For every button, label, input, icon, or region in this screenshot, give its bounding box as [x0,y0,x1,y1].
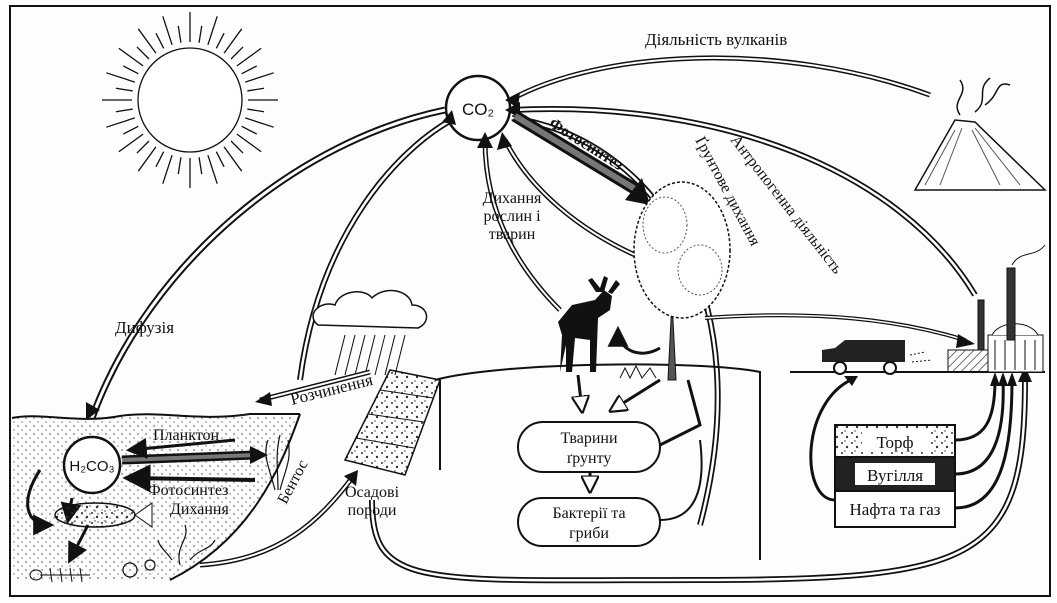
factory-icon [948,245,1045,372]
sun-ray [137,141,149,153]
respiration-line1: Дихання [483,190,542,207]
sun-ray [123,66,138,74]
sun-ray [231,47,243,59]
plankton-label: Планктон [153,427,220,444]
sun-ray [242,66,257,74]
sun-ray [208,155,217,184]
respiration-line2: рослин і [483,208,541,225]
volcano-icon [915,78,1045,190]
sun-ray [242,126,257,134]
peat-label: Торф [876,433,913,452]
soil-animals-box: Тварини ґрунту [518,422,660,472]
sun-ray [116,109,133,112]
h2co3-node: H₂CO₃ [64,437,120,493]
oil-gas-label: Нафта та газ [850,500,941,519]
sun-ray [163,155,172,184]
loop-arrow [618,330,660,353]
moose-icon [558,276,620,372]
bacteria-line1: Бактерії та [552,505,625,522]
sun-ray [245,118,274,127]
sun-ray [156,152,164,167]
fossil-fuel-stack: Торф Вугілля Нафта та газ [835,425,955,527]
sun-ray [224,29,242,53]
sun-ray [178,157,181,174]
respiration-line3: тварин [489,226,536,243]
sun-ray [237,48,261,66]
sun-ray [138,29,156,53]
soil-animals-line2: ґрунту [567,450,612,467]
sun-ray [231,141,243,153]
sun-ray [137,47,149,59]
sun-ray [247,109,264,112]
sun-ray [163,16,172,45]
co2-label: CO₂ [462,100,494,119]
sun-ray [119,134,143,152]
h2co3-label: H₂CO₃ [69,458,114,475]
sun-ray [199,157,202,174]
coal-label: Вугілля [867,466,923,485]
sun-ray [245,73,274,82]
sediments-line1: Осадові [345,484,400,501]
photosynthesis-water-label: Фотосинтез [148,482,228,499]
bacteria-line2: гриби [569,525,609,542]
sun-ray [224,147,242,171]
sun-ray [116,88,133,91]
sun-ray [106,73,135,82]
sun-ray [119,48,143,66]
sun-ray [208,16,217,45]
diffusion-label: Дифузія [115,318,174,337]
sun-ray [216,152,224,167]
respiration-water-label: Дихання [170,501,229,518]
sun-ray [123,126,138,134]
sun-ray [247,88,264,91]
transport-arrow [705,315,965,340]
sun-icon [102,12,278,188]
sun-ray [106,118,135,127]
bacteria-box: Бактерії та гриби [518,498,660,546]
sun-ray [199,26,202,43]
grass [620,366,656,378]
sun-ray [138,147,156,171]
sun-ray [156,33,164,48]
sun-ray [178,26,181,43]
sun-ray [216,33,224,48]
sediments-line2: породи [348,502,397,519]
co2-node: CO₂ [446,76,510,140]
sun-ray [237,134,261,152]
volcano-activity-label: Діяльність вулканів [645,30,787,49]
truck-icon [822,340,932,374]
soil-animals-line1: Тварини [560,430,618,447]
cloud-icon [313,291,427,375]
